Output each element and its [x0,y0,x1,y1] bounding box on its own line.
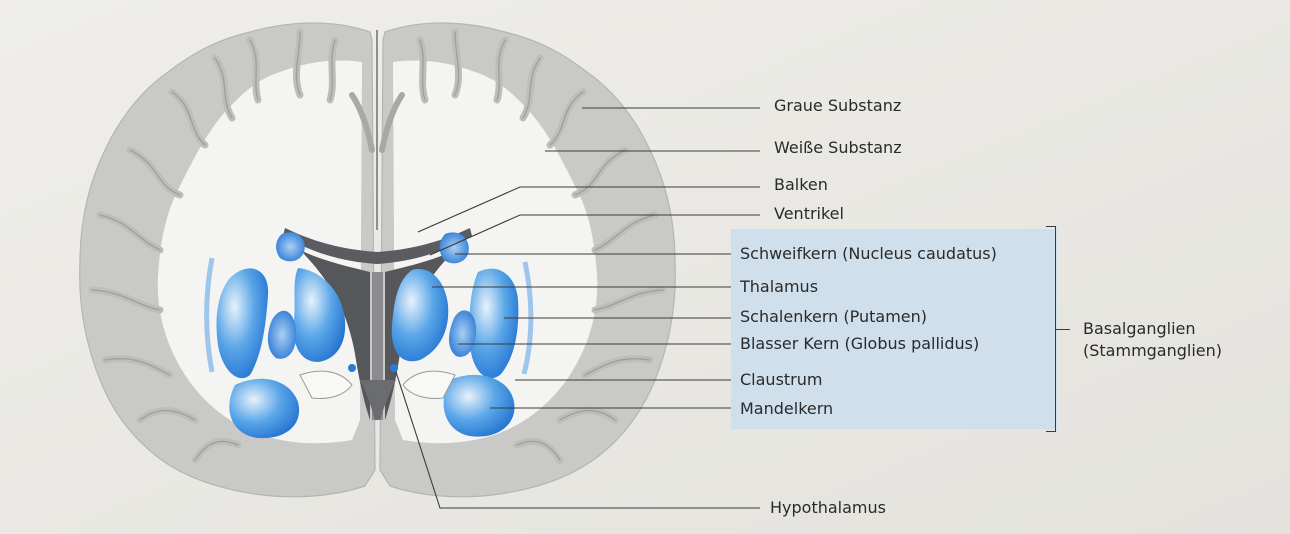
label-basalganglien: Basalganglien [1083,318,1222,340]
label-balken: Balken [774,175,828,195]
label-weisse-substanz: Weiße Substanz [774,138,902,158]
basal-ganglia-bracket-tick [1056,329,1070,330]
label-thalamus: Thalamus [740,277,818,297]
basal-ganglia-bracket [1046,226,1056,432]
label-stammganglien: (Stammganglien) [1083,340,1222,362]
label-hypothalamus: Hypothalamus [770,498,886,518]
label-mandelkern: Mandelkern [740,399,833,419]
label-schalenkern: Schalenkern (Putamen) [740,307,927,327]
label-claustrum: Claustrum [740,370,822,390]
label-blasser-kern: Blasser Kern (Globus pallidus) [740,334,979,354]
label-graue-substanz: Graue Substanz [774,96,901,116]
label-schweifkern: Schweifkern (Nucleus caudatus) [740,244,997,264]
label-basalganglien-group: Basalganglien (Stammganglien) [1083,318,1222,362]
label-ventrikel: Ventrikel [774,204,844,224]
